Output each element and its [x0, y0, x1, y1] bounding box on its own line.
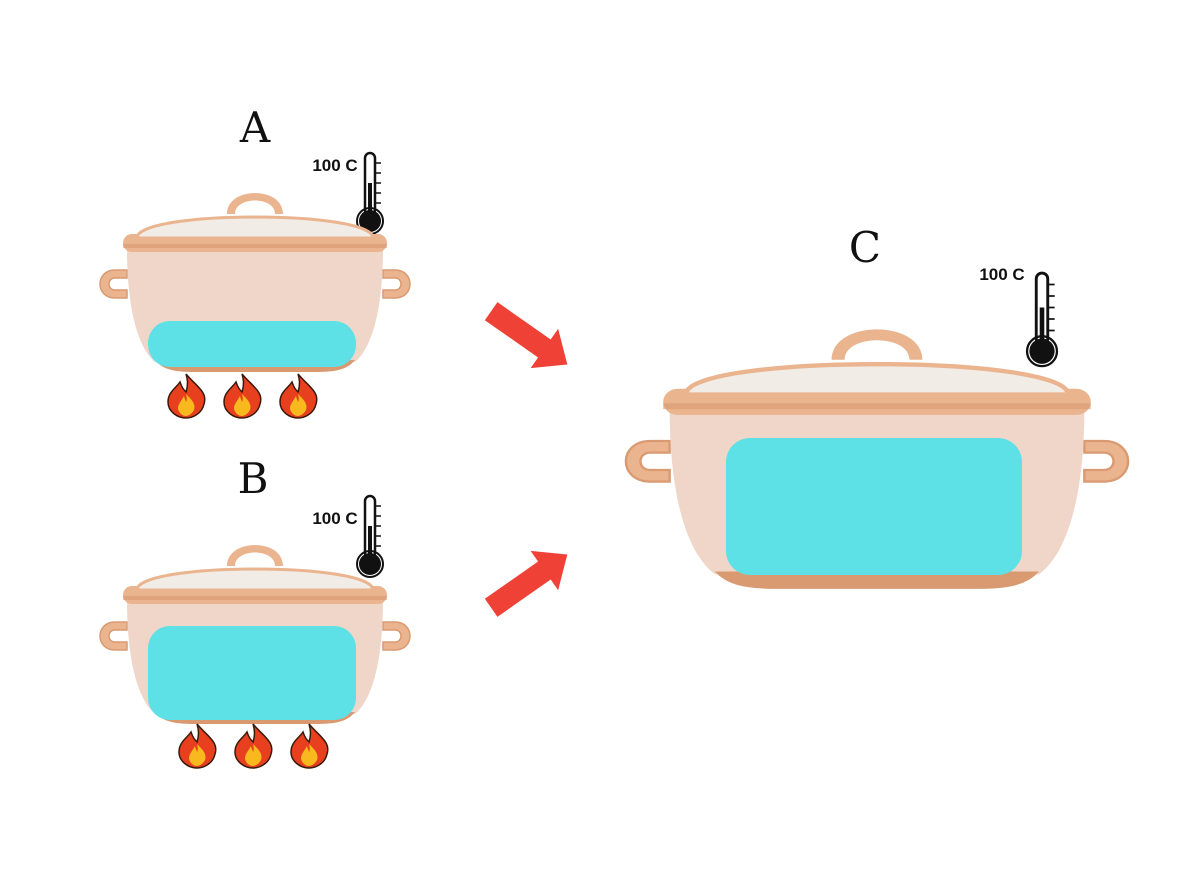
pot-a-flames [168, 374, 317, 418]
pot-b-label: B [238, 454, 269, 503]
pot-c-temperature-label: 100 C [979, 265, 1024, 284]
pot-b-water [148, 626, 356, 720]
pot-b-flames [179, 724, 328, 768]
pot-c-group: C 100 C [626, 223, 1128, 589]
pot-a-thermometer-icon [357, 153, 383, 234]
flame-icon [291, 724, 328, 768]
pot-a-temperature-label: 100 C [312, 156, 357, 175]
pot-a-water [148, 321, 356, 367]
flame-icon [235, 724, 272, 768]
flame-icon [179, 724, 216, 768]
pot-c-label: C [849, 223, 881, 272]
pot-c-thermometer-icon [1027, 273, 1057, 366]
arrow-a-to-c-icon [477, 292, 581, 385]
flame-icon [168, 374, 205, 418]
flame-icon [224, 374, 261, 418]
pot-c-water [726, 438, 1022, 575]
pot-b-temperature-label: 100 C [312, 509, 357, 528]
flame-icon [280, 374, 317, 418]
pot-b-group: B 100 C [100, 454, 410, 768]
pot-a-label: A [239, 103, 271, 152]
pot-a-group: A 100 C [100, 103, 410, 418]
arrow-b-to-c-icon [477, 535, 581, 628]
pot-b-thermometer-icon [357, 496, 383, 577]
